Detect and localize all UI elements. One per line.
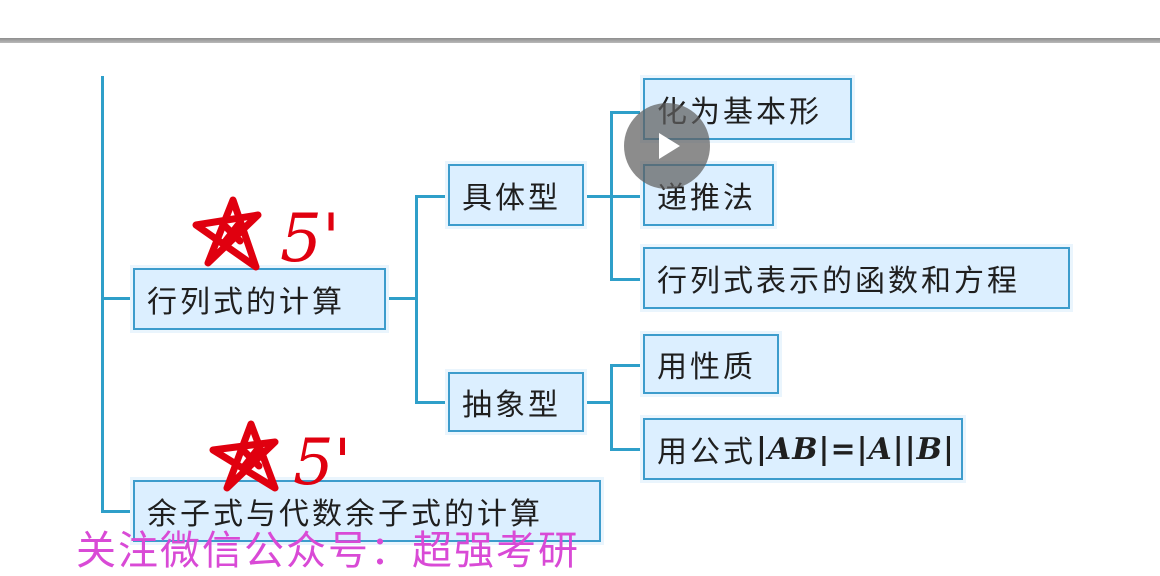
connector-trunk [101,76,104,512]
star-icon [192,196,262,271]
node-label: 抽象型 [462,388,561,423]
score-mark-1: 5' [280,200,340,275]
top-divider [0,38,1160,43]
connector-to-use-props [610,364,644,367]
star-mark-2: 5' [209,420,351,494]
connector-abstract-out [583,401,613,404]
connector-to-concrete [415,195,449,198]
footer-promo-text: 关注微信公众号：超强考研 [76,528,580,574]
connector-to-use-formula [610,448,644,451]
connector-to-cofactor [101,510,135,513]
node-label: 行列式表示的函数和方程 [657,264,1020,299]
node-use-properties: 用性质 [643,334,779,394]
node-determinant-calculation: 行列式的计算 [133,268,386,330]
node-label: 行列式的计算 [147,285,345,320]
play-button[interactable] [624,103,710,189]
connector-calc-out [385,297,417,300]
score-mark-2: 5' [293,426,351,494]
connector-calc-branch [415,195,418,403]
node-concrete-type: 具体型 [448,164,584,226]
connector-concrete-out [583,195,613,198]
node-label: 用公式 [657,435,756,470]
formula-expression: |AB|=|A||B| [756,431,955,467]
connector-to-abstract [415,401,449,404]
node-use-formula: 用公式|AB|=|A||B| [643,418,963,480]
play-icon [659,133,680,159]
node-function-equation: 行列式表示的函数和方程 [643,247,1070,309]
star-mark-1: 5' [192,196,340,275]
star-icon [209,420,279,492]
node-label: 具体型 [462,181,561,216]
node-label: 余子式与代数余子式的计算 [147,497,543,532]
connector-to-calc [101,297,135,300]
node-label: 用性质 [657,350,756,385]
node-cofactor-calculation: 余子式与代数余子式的计算 [133,480,601,542]
node-abstract-type: 抽象型 [448,372,584,432]
connector-to-recursion [610,195,644,198]
connector-to-func-eq [610,278,644,281]
connector-to-basic-form [610,111,644,114]
connector-abstract-branch [610,364,613,450]
